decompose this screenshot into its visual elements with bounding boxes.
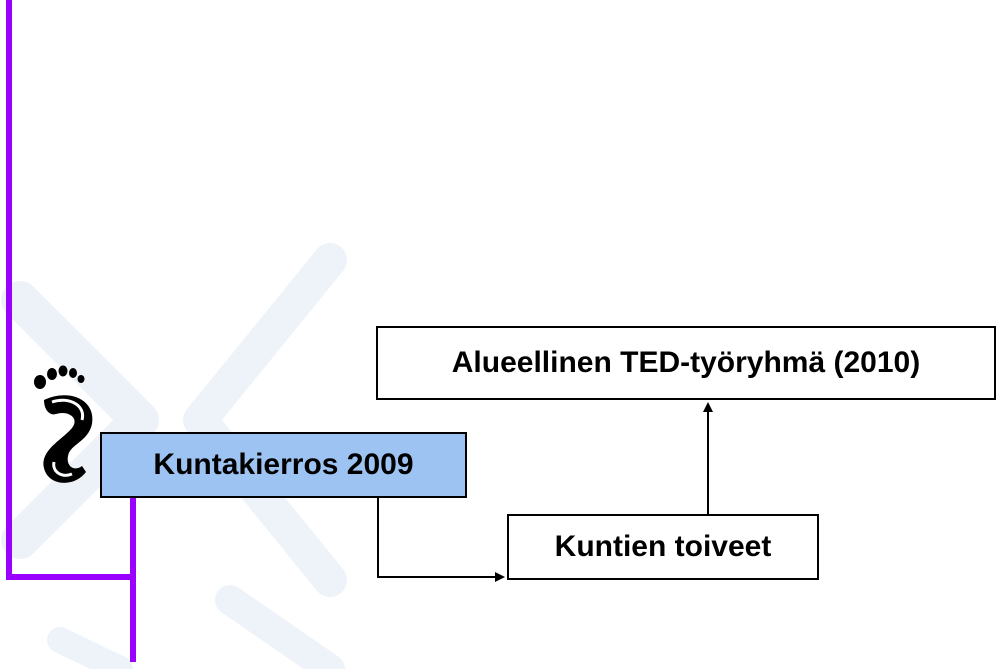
footprint-icon [34, 365, 93, 483]
node-municipal-wishes-label: Kuntien toiveet [554, 530, 772, 563]
footprint-sole [43, 395, 93, 483]
footprint-toes [34, 365, 85, 389]
node-municipal-wishes: Kuntien toiveet [507, 514, 819, 580]
node-regional-ted-group-label: Alueellinen TED-työryhmä (2010) [451, 346, 921, 379]
connector-kuntakierros-to-toiveet [377, 498, 505, 582]
node-regional-ted-group: Alueellinen TED-työryhmä (2010) [376, 326, 996, 400]
node-municipal-tour-label: Kuntakierros 2009 [153, 448, 414, 481]
watermark-shape [1, 243, 347, 669]
node-municipal-tour: Kuntakierros 2009 [100, 432, 467, 498]
